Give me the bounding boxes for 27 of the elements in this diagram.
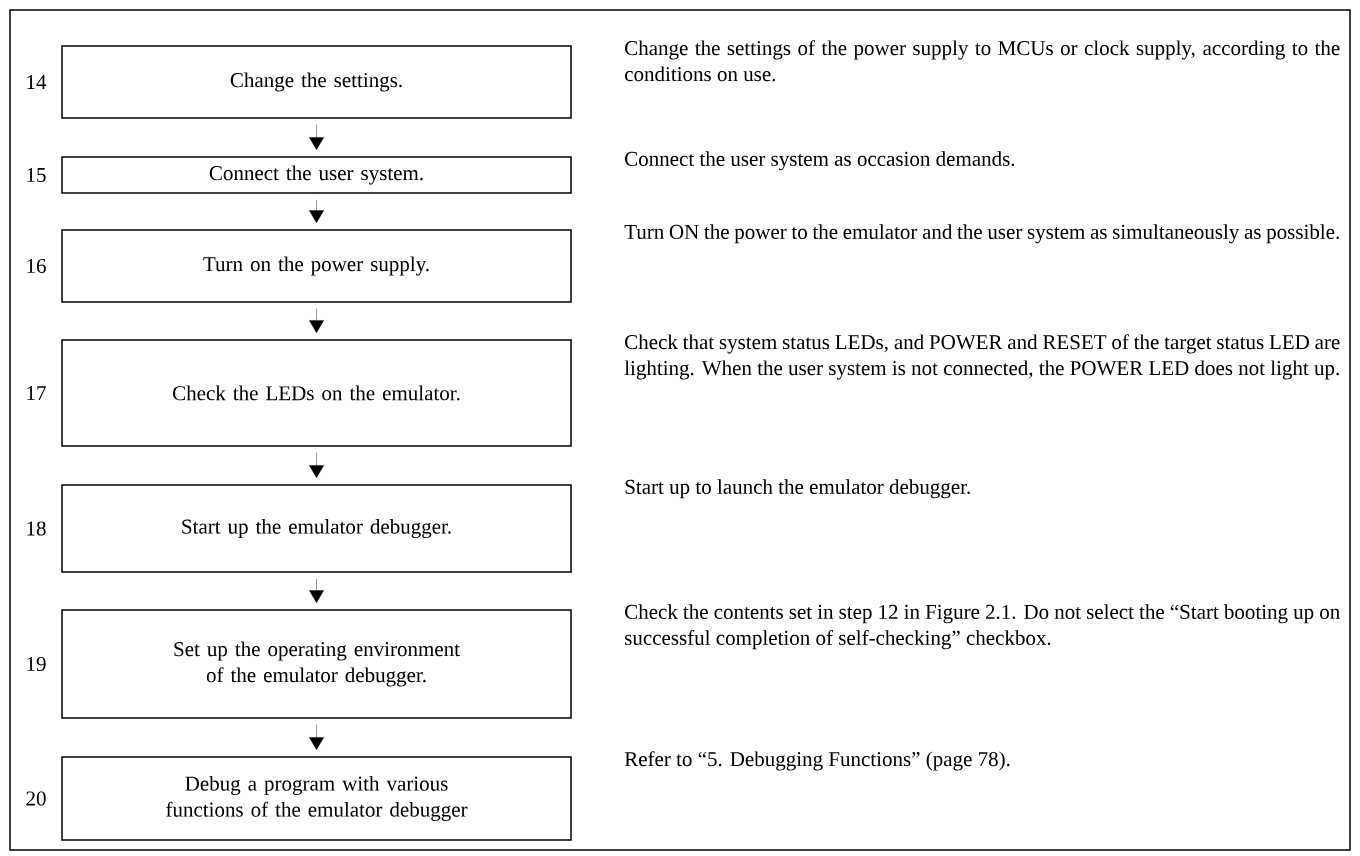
description-text: Connect the user system as occasion demands. xyxy=(625,151,1015,171)
step-number: 16 xyxy=(27,258,46,274)
arrow xyxy=(309,124,324,151)
arrow xyxy=(309,452,324,479)
step-number: 19 xyxy=(27,656,46,672)
process-box: Set up the operating environment of the emulator debugger. xyxy=(61,609,572,719)
description-text: Change the settings of the power supply to MCUs or clock supply, according to the conditions on use. xyxy=(625,40,1340,82)
process-box: Turn on the power supply. xyxy=(61,229,572,303)
description-text: Turn ON the power to the emulator and the user system as simultaneously as possible. xyxy=(624,224,1339,244)
step-number: 15 xyxy=(27,167,46,183)
arrow xyxy=(309,724,324,751)
step-number: 20 xyxy=(26,791,46,806)
description-text: Check that system status LEDs, and POWER and RESET of the target status LED are lighting. When the user system is not connected, the POWER LED does not light up. xyxy=(624,334,1340,380)
process-box: Change the settings. xyxy=(61,45,572,119)
description-text: Check the contents set in step 12 in Figure 2.1. Do not select the “Start booting up on successful completion of self-checking” checkbox. xyxy=(625,604,1340,650)
arrow xyxy=(309,308,324,334)
process-box: Check the LEDs on the emulator. xyxy=(61,339,572,447)
step-number: 17 xyxy=(27,386,46,400)
process-box: Start up the emulator debugger. xyxy=(61,484,572,573)
process-box: Debug a program with various functions of the emulator debugger xyxy=(61,756,572,841)
arrow xyxy=(309,578,324,604)
step-number: 14 xyxy=(27,75,47,89)
step-number: 18 xyxy=(27,521,46,536)
arrow xyxy=(309,199,324,224)
description-text: Start up to launch the emulator debugger. xyxy=(625,479,970,499)
process-box: Connect the user system. xyxy=(61,156,572,194)
description-text: Refer to “5. Debugging Functions” (page 78). xyxy=(624,751,1010,771)
